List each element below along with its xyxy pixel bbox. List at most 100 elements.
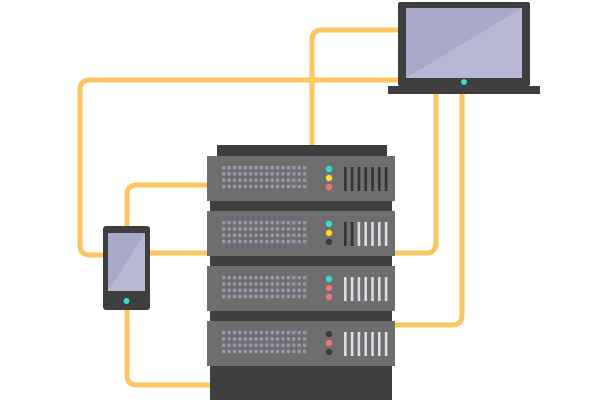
- vent-hole: [303, 294, 307, 299]
- vent-hole: [281, 166, 285, 170]
- status-led-yellow: [325, 229, 333, 237]
- server-unit-body: [207, 156, 395, 201]
- vent-hole: [243, 337, 247, 341]
- vent-hole: [286, 282, 291, 286]
- cable-laptop-to-unit-2: [392, 89, 439, 256]
- vent-hole: [243, 178, 247, 182]
- vent-hole: [259, 239, 264, 244]
- vent-hole: [303, 239, 307, 244]
- vent-hole: [270, 337, 274, 341]
- vent-slot: [350, 167, 354, 191]
- vent-hole: [281, 343, 285, 347]
- vent-hole: [238, 294, 242, 299]
- vent-hole: [254, 282, 258, 286]
- vent-hole: [238, 239, 242, 244]
- vent-hole: [303, 349, 307, 354]
- vent-hole: [281, 178, 285, 182]
- vent-hole: [254, 343, 258, 347]
- vent-hole: [238, 276, 242, 280]
- vent-slot: [378, 277, 381, 301]
- vent-hole: [265, 184, 269, 189]
- vent-hole: [270, 294, 274, 299]
- vent-hole: [276, 166, 280, 170]
- vent-slot: [357, 167, 361, 191]
- vent-hole: [303, 331, 307, 335]
- vent-hole: [286, 178, 291, 182]
- vent-hole: [276, 331, 280, 335]
- vent-hole: [222, 276, 226, 280]
- vent-hole: [270, 282, 274, 286]
- vent-slots: [344, 222, 388, 246]
- vent-hole: [222, 184, 226, 189]
- vent-hole: [259, 331, 264, 335]
- server-unit-1: [207, 156, 395, 201]
- status-led-off: [325, 238, 333, 246]
- vent-hole: [265, 233, 269, 237]
- vent-hole: [265, 349, 269, 354]
- vent-hole: [227, 166, 231, 170]
- vent-hole: [292, 166, 296, 170]
- vent-hole: [286, 184, 291, 189]
- vent-hole: [259, 349, 264, 354]
- rack-top-cap: [217, 145, 387, 156]
- vent-hole: [232, 221, 237, 225]
- vent-hole: [265, 331, 269, 335]
- vent-hole: [281, 276, 285, 280]
- vent-hole: [222, 233, 226, 237]
- vent-hole: [281, 337, 285, 341]
- vent-hole: [249, 227, 253, 231]
- vent-hole: [281, 227, 285, 231]
- vent-hole: [297, 239, 301, 244]
- vent-hole: [222, 282, 226, 286]
- vent-hole: [270, 221, 274, 225]
- rack-base: [217, 370, 387, 400]
- vent-slot: [350, 222, 354, 246]
- vent-hole: [270, 166, 274, 170]
- vent-hole: [297, 288, 301, 292]
- vent-hole: [227, 172, 231, 176]
- vent-hole: [227, 282, 231, 286]
- vent-hole: [297, 349, 301, 354]
- vent-hole: [249, 276, 253, 280]
- vent-hole: [303, 172, 307, 176]
- vent-slot: [344, 332, 347, 356]
- vent-hole: [243, 184, 247, 189]
- vent-hole: [243, 166, 247, 170]
- vent-hole: [265, 288, 269, 292]
- vent-hole: [270, 276, 274, 280]
- vent-slot: [371, 167, 374, 191]
- vent-hole: [265, 221, 269, 225]
- status-led-off: [325, 330, 333, 338]
- vent-slots: [344, 332, 388, 356]
- vent-hole: [243, 221, 247, 225]
- vent-hole: [238, 233, 242, 237]
- vent-hole: [276, 233, 280, 237]
- vent-hole: [232, 337, 237, 341]
- vent-hole: [286, 166, 291, 170]
- vent-hole: [265, 343, 269, 347]
- laptop-power-led: [461, 79, 467, 85]
- vent-hole: [222, 172, 226, 176]
- vent-hole: [270, 331, 274, 335]
- vent-grid: [222, 276, 307, 299]
- vent-slot: [350, 332, 354, 356]
- vent-hole: [270, 172, 274, 176]
- server-unit-3: [207, 266, 395, 311]
- vent-hole: [270, 288, 274, 292]
- vent-hole: [259, 343, 264, 347]
- vent-hole: [270, 233, 274, 237]
- vent-hole: [254, 288, 258, 292]
- vent-hole: [297, 172, 301, 176]
- vent-hole: [297, 337, 301, 341]
- vent-hole: [259, 337, 264, 341]
- vent-hole: [292, 276, 296, 280]
- vent-hole: [303, 166, 307, 170]
- status-led-yellow: [325, 174, 333, 182]
- vent-hole: [259, 227, 264, 231]
- vent-hole: [238, 166, 242, 170]
- status-led-red: [325, 339, 333, 347]
- status-led-cyan: [325, 275, 333, 283]
- vent-hole: [232, 294, 237, 299]
- vent-hole: [259, 294, 264, 299]
- vent-hole: [232, 166, 237, 170]
